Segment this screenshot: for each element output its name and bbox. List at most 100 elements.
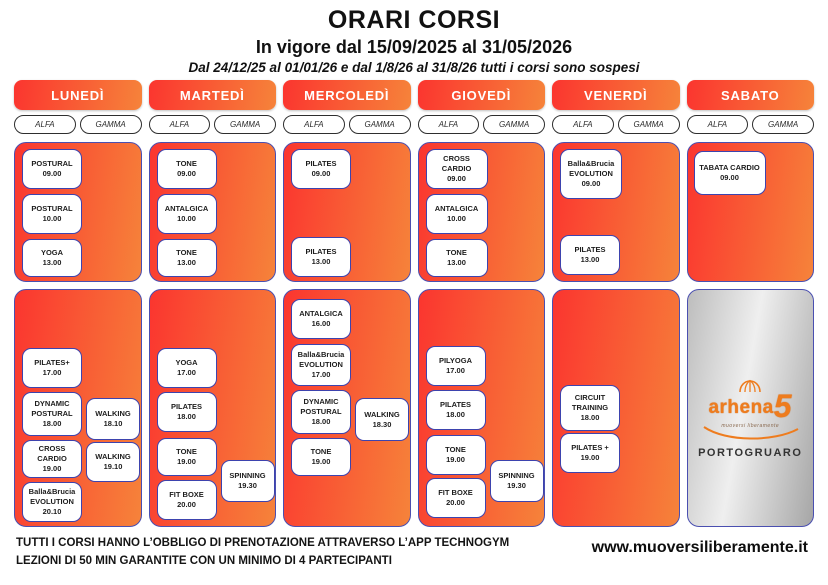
course-card: POSTURAL 10.00 (22, 194, 82, 235)
course-name: PILATES (305, 159, 337, 169)
course-card: DYNAMIC POSTURAL 18.00 (22, 392, 82, 437)
course-card: YOGA 17.00 (156, 348, 217, 389)
course-time: 18.00 (42, 419, 62, 429)
course-time: 20.00 (177, 500, 196, 510)
course-name: PILATES (305, 247, 337, 257)
schedule-grid: LUNEDÌ ALFA GAMMA POSTURAL 09.00 POSTURA… (0, 80, 828, 528)
course-time: 18.00 (311, 417, 331, 427)
course-card: ANTALGICA 10.00 (156, 194, 217, 235)
day-header-mercoledi: MERCOLEDÌ (283, 80, 411, 111)
course-name: TABATA CARDIO (699, 163, 760, 173)
course-card: YOGA 13.00 (22, 239, 82, 278)
course-name: WALKING (364, 409, 400, 419)
course-time: 10.00 (447, 214, 466, 224)
course-card: FIT BOXE 20.00 (425, 478, 486, 519)
course-card: CROSS CARDIO 09.00 (425, 149, 488, 190)
day-column-venerdi: VENERDÌ ALFA GAMMA Balla&Brucia EVOLUTIO… (552, 80, 680, 528)
suspension-note: Dal 24/12/25 al 01/01/26 e dal 1/8/26 al… (188, 59, 640, 75)
course-card: PILATES 13.00 (560, 235, 620, 276)
course-card: TONE 19.00 (156, 438, 217, 477)
course-time: 09.00 (42, 169, 62, 179)
course-time: 10.00 (177, 214, 196, 224)
course-name: PILATES (439, 400, 472, 410)
footer-notes: TUTTI I CORSI HANNO L’OBBLIGO DI PRENOTA… (16, 535, 509, 571)
course-card: PILATES 18.00 (156, 392, 217, 433)
gym-logo: arhena5 muoversi liberamente PORTOGRUARO (688, 378, 814, 459)
course-time: 17.00 (311, 370, 331, 380)
room-pills: ALFA GAMMA (283, 115, 411, 135)
course-name: TONE (176, 159, 197, 169)
course-card: POSTURAL 09.00 (22, 149, 82, 190)
course-name: PILATES (170, 402, 203, 412)
course-name: YOGA (40, 248, 64, 258)
logo-panel: arhena5 muoversi liberamente PORTOGRUARO (686, 289, 814, 528)
course-name: PILATES (574, 245, 606, 255)
course-time: 18.30 (372, 419, 392, 429)
course-name: Balla&Brucia EVOLUTION (567, 159, 615, 179)
course-card: TONE 19.00 (291, 438, 351, 477)
course-name: SPINNING (498, 471, 535, 481)
brand-number: 5 (773, 388, 793, 425)
course-time: 20.00 (446, 498, 465, 508)
day-header-sabato: SABATO (686, 80, 814, 111)
room-pills: ALFA GAMMA (417, 115, 545, 135)
course-card: TONE 09.00 (156, 149, 217, 190)
website-link[interactable]: www.muoversiliberamente.it (591, 539, 808, 557)
brand-text: arhena (708, 397, 774, 419)
course-name: PILATES+ (34, 358, 70, 368)
course-card: DYNAMIC POSTURAL 18.00 (291, 390, 351, 435)
room-pills: ALFA GAMMA (148, 115, 276, 135)
pill-alfa: ALFA (417, 115, 480, 135)
course-time: 20.10 (42, 507, 62, 517)
pill-alfa: ALFA (148, 115, 211, 135)
footer: TUTTI I CORSI HANNO L’OBBLIGO DI PRENOTA… (0, 527, 828, 571)
morning-panel-venerdi: Balla&Brucia EVOLUTION 09.00 PILATES 13.… (552, 142, 680, 283)
course-time: 09.00 (581, 179, 601, 189)
course-card: SPINNING 19.30 (220, 460, 275, 503)
evening-panel-martedi: YOGA 17.00 PILATES 18.00 TONE 19.00 FIT … (148, 289, 276, 528)
course-name: TONE (310, 447, 332, 457)
pill-alfa: ALFA (14, 115, 76, 135)
course-time: 13.00 (311, 257, 331, 267)
page-title: ORARI CORSI (327, 6, 501, 34)
course-card: CIRCUIT TRAINING 18.00 (560, 385, 620, 432)
course-card: SPINNING 19.30 (489, 460, 544, 503)
course-card: TABATA CARDIO 09.00 (693, 151, 766, 196)
lessons-note: LEZIONI DI 50 MIN GARANTITE CON UN MINIM… (16, 555, 392, 568)
course-card: WALKING 18.10 (86, 398, 140, 441)
course-name: TONE (445, 445, 466, 455)
course-card: FIT BOXE 20.00 (156, 480, 217, 521)
validity-subtitle: In vigore dal 15/09/2025 al 31/05/2026 (255, 37, 573, 57)
course-card: ANTALGICA 16.00 (291, 299, 351, 340)
day-column-sabato: SABATO ALFA GAMMA TABATA CARDIO 09.00 (686, 80, 814, 528)
course-time: 16.00 (311, 319, 331, 329)
course-name: WALKING (95, 452, 131, 462)
day-header-venerdi: VENERDÌ (552, 80, 680, 111)
course-name: CROSS CARDIO (37, 444, 67, 464)
course-card: CROSS CARDIO 19.00 (22, 440, 82, 479)
course-card: Balla&Brucia EVOLUTION 17.00 (291, 344, 351, 387)
course-name: PILATES + (571, 443, 609, 453)
brand-tagline: muoversi liberamente (721, 423, 780, 430)
evening-panel-lunedi: PILATES+ 17.00 DYNAMIC POSTURAL 18.00 CR… (14, 289, 142, 528)
day-header-lunedi: LUNEDÌ (14, 80, 142, 111)
course-card: TONE 13.00 (425, 239, 488, 278)
course-time: 17.00 (42, 368, 62, 378)
course-time: 09.00 (177, 169, 196, 179)
room-pills: ALFA GAMMA (552, 115, 680, 135)
course-card: PILATES+ 17.00 (22, 348, 82, 389)
course-time: 17.00 (446, 366, 465, 376)
course-time: 17.00 (177, 368, 196, 378)
course-name: PILYOGA (438, 356, 473, 366)
pill-alfa: ALFA (686, 115, 749, 135)
course-card: Balla&Brucia EVOLUTION 20.10 (22, 482, 82, 523)
evening-panel-giovedi: PILYOGA 17.00 PILATES 18.00 TONE 19.00 F… (417, 289, 545, 528)
course-name: SPINNING (229, 471, 266, 481)
course-card: TONE 19.00 (425, 435, 486, 476)
course-time: 18.00 (177, 412, 196, 422)
course-card: PILYOGA 17.00 (425, 346, 486, 387)
morning-panel-martedi: TONE 09.00 ANTALGICA 10.00 TONE 13.00 (148, 142, 276, 283)
course-name: ANTALGICA (164, 204, 209, 214)
course-time: 13.00 (447, 258, 466, 268)
